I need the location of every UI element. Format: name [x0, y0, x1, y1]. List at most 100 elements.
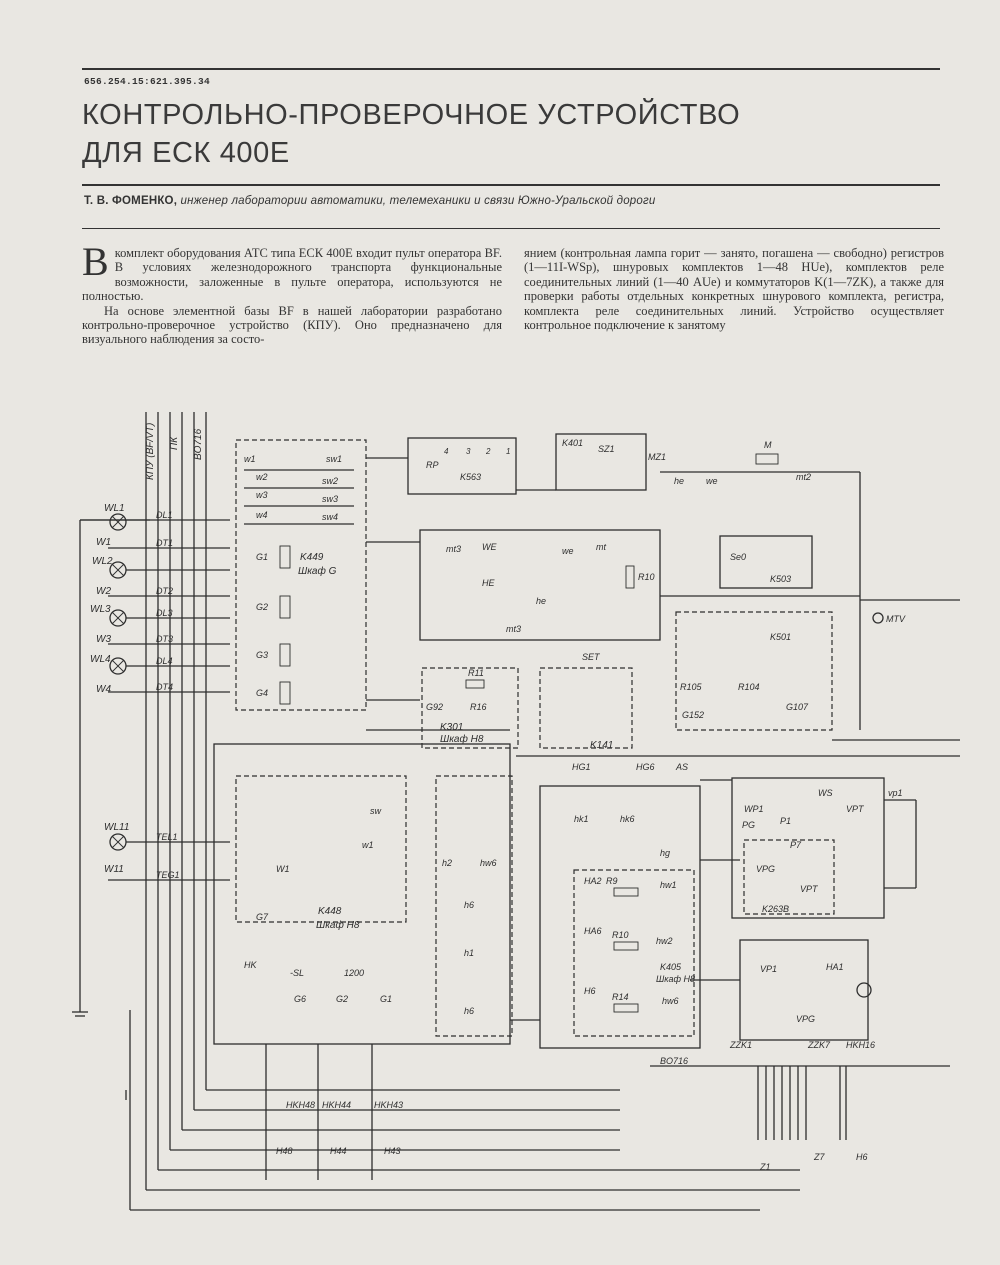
diode-label: G152 [682, 710, 704, 720]
contact-label: HK [244, 960, 257, 970]
key-w2: W2 [96, 586, 230, 597]
block-vp1-h6: VP1 VPG HA1 [739, 939, 872, 1041]
relay-block-k501: K501 R105 R104 G152 G107 [675, 611, 833, 731]
text-column-2: янием (контрольная лампа горит — занято,… [524, 246, 944, 332]
bottom-left-contacts: HKH48 HKH44 HKH43 H48 H44 H43 [265, 1044, 403, 1180]
contact-label: PG [742, 820, 755, 830]
diode-label: G7 [256, 912, 269, 922]
resistor-label: R14 [612, 992, 629, 1002]
pin-label: 4 [444, 447, 449, 456]
title-rule [82, 184, 940, 186]
contact-label: w1 [244, 454, 256, 464]
relay-label: K503 [770, 574, 791, 584]
block-label: MZ1 [648, 452, 666, 462]
contact-label: hk6 [620, 814, 635, 824]
contact-label: hw2 [656, 936, 673, 946]
relay-block-k503: Se0 K503 [719, 535, 813, 589]
bus-labels: КПУ (BF/VT) ПК BO716 [145, 423, 204, 480]
circuit-schematic: КПУ (BF/VT) ПК BO716 WL1 W1 WL2 [72, 412, 960, 1211]
line-label: DT4 [156, 682, 173, 692]
block-label: SZ1 [598, 444, 615, 454]
pin-label: 3 [466, 447, 471, 456]
contact-label: P7 [790, 840, 802, 850]
contact-label: AS [675, 762, 688, 772]
relay-label: K263B [762, 904, 789, 914]
author-role: инженер лаборатории автоматики, телемеха… [180, 195, 656, 207]
block-mt3-we-he: mt3 WE HE he mt3 we mt R10 [419, 529, 661, 641]
contact-label: H6 [584, 986, 596, 996]
link-wires [366, 457, 960, 1021]
relay-label: K141 [590, 740, 613, 751]
line-label: TEG1 [156, 870, 180, 880]
paragraph-3: янием (контрольная лампа горит — занято,… [524, 246, 944, 333]
bundle-label: HKH43 [374, 1100, 403, 1110]
resistor-label: R10 [638, 572, 655, 582]
drop-cap: В [82, 239, 109, 284]
bundle-label: BO716 [660, 1056, 688, 1066]
bundle-label: H6 [856, 1152, 868, 1162]
contact-label: h2 [442, 858, 452, 868]
byline: Т. В. ФОМЕНКО, инженер лаборатории автом… [84, 195, 944, 207]
relay-block-k405: K405 Шкаф H8 HA2 HA6 H6 R9 R10 R14 hw1 h… [539, 762, 701, 1049]
lamp-wl1: WL1 [104, 503, 127, 531]
relay-label: K449 [300, 552, 324, 563]
bundle-label: HKH44 [322, 1100, 351, 1110]
contact-label: -SL [290, 968, 304, 978]
article-title: КОНТРОЛЬНО-ПРОВЕРОЧНОЕ УСТРОЙСТВО ДЛЯ ЕС… [82, 96, 740, 172]
block-k401: K401 SZ1 MZ1 [555, 433, 666, 491]
contact-label: w3 [256, 490, 268, 500]
lamp-wl3: WL3 [90, 604, 230, 627]
contact-label: he [536, 596, 546, 606]
resistor-label: R105 [680, 682, 703, 692]
key-w11: W11 [104, 864, 230, 881]
resistor-label: R16 [470, 702, 487, 712]
line-label: DT1 [156, 538, 173, 548]
diode-label: G1 [256, 552, 268, 562]
contact-group: w1 sw1 sw2 sw3 sw4 w2 w3 w4 [244, 454, 342, 522]
top-right-contacts: M mt2 he we MTV [660, 440, 960, 730]
contact-label: hg [660, 848, 670, 858]
bundle-label: HKH16 [846, 1040, 875, 1050]
block-h-contacts: h2 hw6 h6 h1 h6 [435, 775, 513, 1037]
key-label: W4 [96, 684, 111, 695]
lamp-label: WL1 [104, 503, 125, 514]
diode-label: G2 [256, 602, 268, 612]
relay-block-k263b: K263B WP1 PG P1 P7 VPT VPG VPT WS vp1 [731, 777, 917, 919]
bus-label-bo716: BO716 [193, 428, 204, 460]
line-label: DL3 [156, 608, 173, 618]
relay-block-k449: K449 Шкаф G w1 sw1 sw2 sw3 sw4 w2 w3 w4 … [235, 439, 367, 711]
diode-label: G6 [294, 994, 306, 1004]
contact-label: hw1 [660, 880, 677, 890]
bus-label-kpu: КПУ (BF/VT) [145, 423, 156, 480]
contact-label: h1 [464, 948, 474, 958]
diode-label: G92 [426, 702, 443, 712]
relay-label: Шкаф H8 [316, 919, 360, 931]
contact-label: we [706, 476, 718, 486]
bundle-label: H43 [384, 1146, 401, 1156]
lamp-label: WL4 [90, 654, 111, 665]
bus-wires [79, 412, 800, 1211]
line-label: DT2 [156, 586, 173, 596]
key-w1: W1 [96, 537, 230, 549]
key-w4: W4 [96, 684, 230, 695]
contact-label: w4 [256, 510, 268, 520]
contact-label: 1200 [344, 968, 364, 978]
contact-label: SET [582, 652, 601, 662]
contact-label: w2 [256, 472, 268, 482]
relay-label: Шкаф H8 [656, 974, 695, 984]
title-line-1: КОНТРОЛЬНО-ПРОВЕРОЧНОЕ УСТРОЙСТВО [82, 99, 741, 131]
resistor-label: R11 [468, 668, 484, 678]
relay-block-k301: K301 Шкаф H8 R11 R16 G92 [421, 667, 519, 749]
contact-label: sw2 [322, 476, 338, 486]
key-label: W2 [96, 586, 111, 597]
contact-label: HA6 [584, 926, 602, 936]
contact-label: HG1 [572, 762, 591, 772]
bundle-label: Z1 [759, 1162, 771, 1172]
contact-label: HE [482, 578, 495, 588]
relay-label: K501 [770, 632, 791, 642]
lamp-label: WL2 [92, 556, 113, 567]
contact-label: WP1 [744, 804, 764, 814]
block-label: RP [426, 460, 439, 470]
